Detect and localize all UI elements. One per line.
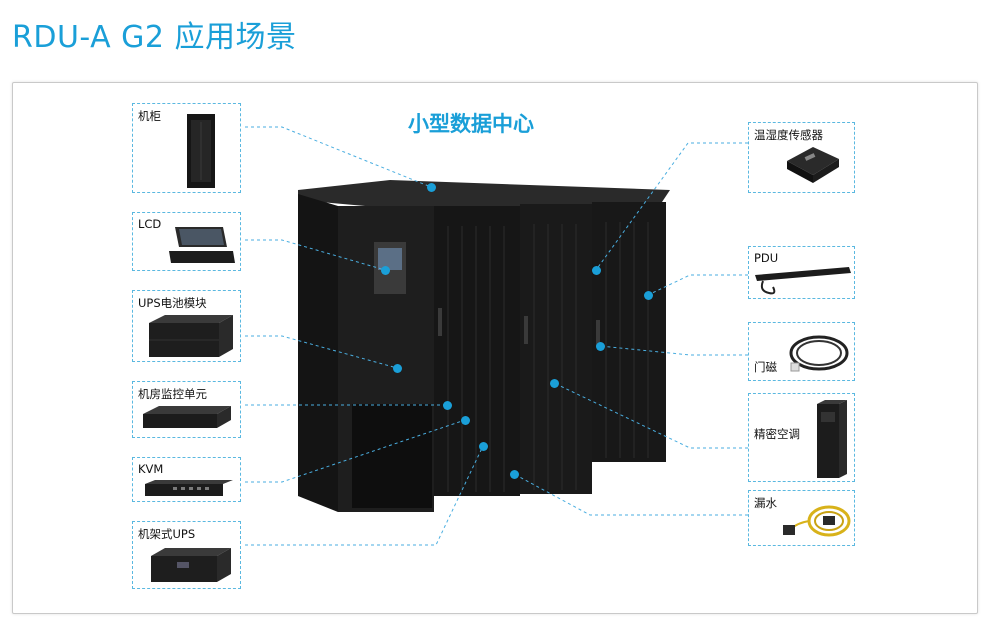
hotspot-water-leak[interactable] xyxy=(510,470,519,479)
hotspot-ups-battery[interactable] xyxy=(393,364,402,373)
component-card-lcd[interactable]: LCD xyxy=(132,212,241,271)
lcd-console-icon xyxy=(169,227,235,263)
hotspot-room-monitor[interactable] xyxy=(443,401,452,410)
component-card-kvm[interactable]: KVM xyxy=(132,457,241,502)
pdu-strip-icon xyxy=(755,267,851,295)
kvm-switch-icon xyxy=(145,480,233,496)
component-card-th-sensor[interactable]: 温湿度传感器 xyxy=(748,122,855,193)
component-card-room-monitor[interactable]: 机房监控单元 xyxy=(132,381,241,438)
component-label: 漏水 xyxy=(754,496,777,510)
component-card-precision-ac[interactable]: 精密空调 xyxy=(748,393,855,482)
component-label: 机柜 xyxy=(138,109,161,123)
rack-ups-icon xyxy=(151,548,231,582)
component-label: UPS电池模块 xyxy=(138,296,207,310)
component-card-rack-ups[interactable]: 机架式UPS xyxy=(132,521,241,589)
hotspot-cabinet[interactable] xyxy=(427,183,436,192)
component-card-ups-battery[interactable]: UPS电池模块 xyxy=(132,290,241,362)
component-card-cabinet[interactable]: 机柜 xyxy=(132,103,241,193)
temp-humidity-sensor-icon xyxy=(787,147,839,183)
door-contact-cable-icon xyxy=(789,335,849,372)
component-label: 温湿度传感器 xyxy=(754,128,823,142)
component-label: 机房监控单元 xyxy=(138,387,207,401)
component-label: PDU xyxy=(754,251,779,265)
hotspot-kvm[interactable] xyxy=(461,416,470,425)
ups-battery-module-icon xyxy=(149,315,233,357)
page-title: RDU-A G2 应用场景 xyxy=(12,20,297,55)
precision-air-conditioner-icon xyxy=(817,400,847,478)
monitoring-unit-icon xyxy=(143,406,231,428)
component-label: LCD xyxy=(138,217,162,231)
hotspot-lcd[interactable] xyxy=(381,266,390,275)
component-label: 门磁 xyxy=(754,360,777,374)
rack-cabinet-icon xyxy=(187,114,215,188)
component-card-pdu[interactable]: PDU xyxy=(748,246,855,299)
component-card-water-leak[interactable]: 漏水 xyxy=(748,490,855,546)
hotspot-door-contact[interactable] xyxy=(596,342,605,351)
hotspot-pdu[interactable] xyxy=(644,291,653,300)
component-label: 精密空调 xyxy=(754,427,800,441)
scene-title: 小型数据中心 xyxy=(408,112,534,136)
modular-data-center-image xyxy=(298,180,670,512)
hotspot-precision-ac[interactable] xyxy=(550,379,559,388)
component-card-door-contact[interactable]: 门磁 xyxy=(748,322,855,381)
hotspot-th-sensor[interactable] xyxy=(592,266,601,275)
component-label: 机架式UPS xyxy=(138,527,196,541)
component-label: KVM xyxy=(138,462,164,476)
water-leak-sensor-icon xyxy=(783,505,851,537)
hotspot-rack-ups[interactable] xyxy=(479,442,488,451)
